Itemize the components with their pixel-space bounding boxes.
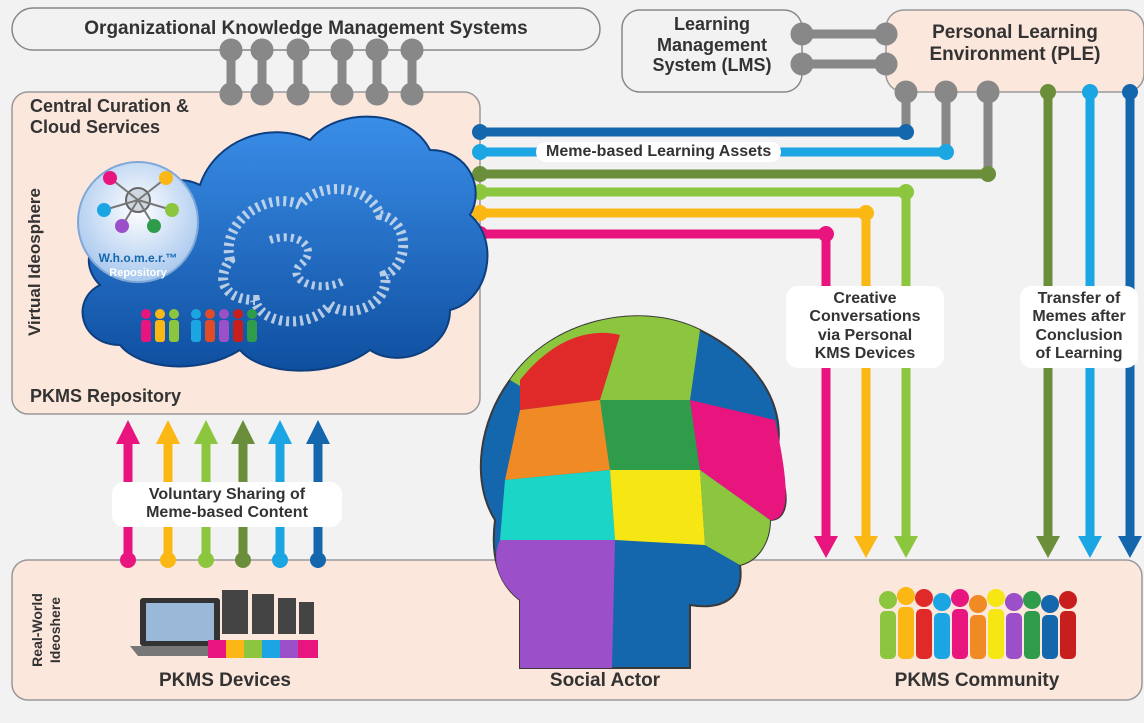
transfer-memes-label: Transfer of Memes after Conclusion of Le… bbox=[1020, 286, 1138, 368]
creative-line-2: Conversations bbox=[809, 308, 921, 326]
creative-line-4: KMS Devices bbox=[814, 345, 916, 363]
pkms-repository-label: PKMS Repository bbox=[30, 386, 182, 406]
voluntary-sharing-label: Voluntary Sharing of Meme-based Content bbox=[112, 482, 342, 527]
pkms-community-label: PKMS Community bbox=[894, 670, 1060, 691]
pkms-devices-icon bbox=[130, 590, 318, 658]
okms-connectors bbox=[219, 38, 424, 106]
central-label: Central Curation & Cloud Services bbox=[30, 96, 190, 137]
whomer-repository-badge: W.h.o.m.e.r.™ Repository bbox=[77, 161, 199, 283]
social-actor-arrowheads bbox=[814, 536, 918, 558]
voluntary-line-2: Meme-based Content bbox=[146, 504, 308, 522]
pipe-endpoints bbox=[472, 124, 996, 242]
social-actor-label: Social Actor bbox=[549, 670, 661, 691]
creative-conversations-label: Creative Conversations via Personal KMS … bbox=[786, 286, 944, 368]
transfer-line-2: Memes after bbox=[1032, 308, 1126, 326]
meme-assets-label: Meme-based Learning Assets bbox=[536, 142, 782, 163]
whomer-name: W.h.o.m.e.r.™ bbox=[99, 251, 178, 265]
ple-box bbox=[885, 9, 1144, 93]
people-row-icon bbox=[141, 309, 257, 342]
transfer-line-3: Conclusion bbox=[1035, 326, 1123, 344]
lms-ple-connectors bbox=[790, 22, 898, 76]
ple-stubs bbox=[894, 80, 1000, 179]
transfer-line-1: Transfer of bbox=[1037, 290, 1121, 307]
social-actor-head-icon bbox=[479, 315, 787, 669]
whomer-repo-label: Repository bbox=[109, 267, 167, 279]
creative-line-3: via Personal bbox=[817, 326, 913, 344]
okms-label: Organizational Knowledge Management Syst… bbox=[84, 18, 528, 39]
lms-box bbox=[621, 9, 803, 93]
voluntary-line-1: Voluntary Sharing of bbox=[148, 486, 306, 503]
lms-label: Learning Management System (LMS) bbox=[652, 14, 772, 76]
virtual-ideosphere-label: Virtual Ideosphere bbox=[25, 188, 44, 337]
ple-label: Personal Learning Environment (PLE) bbox=[929, 22, 1101, 65]
transfer-line-4: of Learning bbox=[1035, 345, 1123, 363]
pkms-devices-label: PKMS Devices bbox=[158, 670, 291, 691]
real-world-label-line1: Real-World bbox=[29, 593, 45, 667]
creative-line-1: Creative bbox=[833, 290, 897, 307]
pkms-community-icon bbox=[879, 587, 1077, 659]
real-world-label-line2: Ideoshere bbox=[47, 596, 63, 664]
